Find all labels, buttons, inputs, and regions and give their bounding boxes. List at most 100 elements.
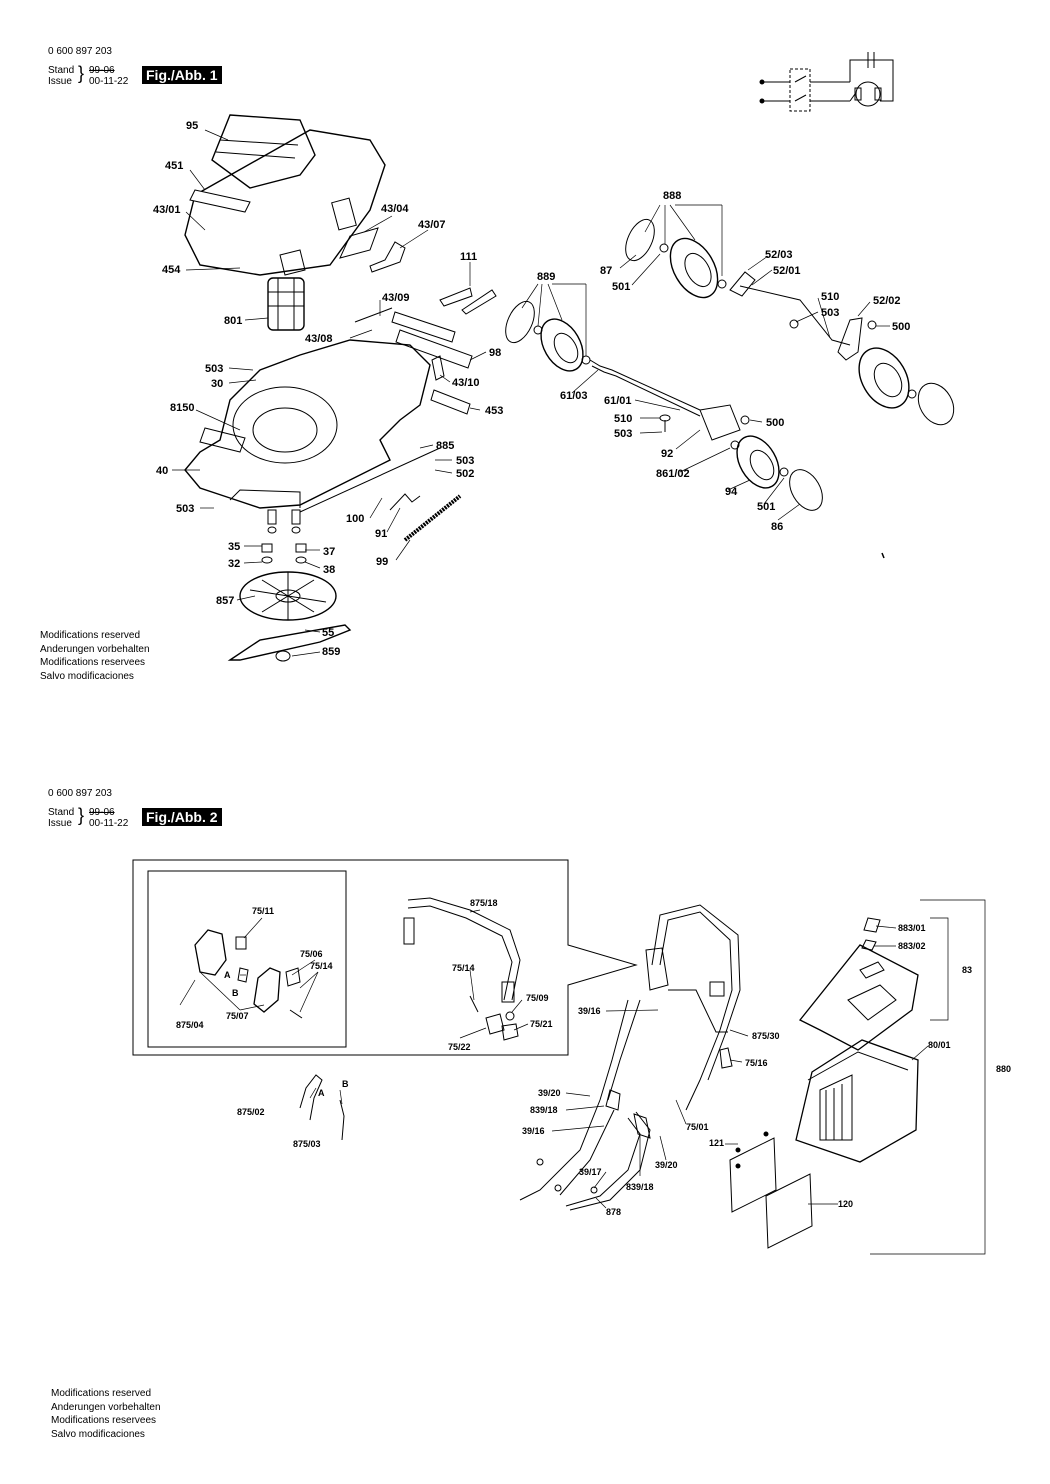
grass-box [795, 917, 919, 1163]
callout: 875/18 [470, 898, 498, 908]
callout: 43/10 [452, 377, 480, 389]
callout: 32 [228, 558, 240, 570]
callout: 75/09 [526, 993, 549, 1003]
note-line: Modifications reservees [51, 1415, 157, 1426]
flap [765, 1173, 813, 1249]
callout: 875/04 [176, 1020, 204, 1030]
callout: 75/22 [448, 1042, 471, 1052]
issue-label: Issue [48, 76, 72, 87]
callout: 451 [165, 160, 183, 172]
leader-lines [172, 129, 890, 657]
callout: 43/09 [382, 292, 410, 304]
callout: 40 [156, 465, 168, 477]
callout: 503 [821, 307, 839, 319]
callout: 100 [346, 513, 364, 525]
callout: 37 [323, 546, 335, 558]
stand-date: 99-06 [89, 65, 115, 76]
wiring-schematic [759, 52, 894, 112]
callout: 87 [600, 265, 612, 277]
callout: 111 [460, 251, 477, 263]
callout: B [342, 1079, 349, 1089]
callout: 120 [838, 1199, 853, 1209]
note-line: Modifications reserved [40, 630, 141, 641]
spring-part [431, 355, 445, 381]
note-line: Modifications reservees [40, 657, 146, 668]
callout: 859 [322, 646, 340, 658]
label-plate [430, 389, 471, 415]
callout: 91 [375, 528, 387, 540]
callout: 75/07 [226, 1011, 249, 1021]
note-line: Anderungen vorbehalten [40, 643, 150, 655]
mower-deck [184, 339, 431, 509]
callout: 61/03 [560, 390, 588, 402]
callout: 883/02 [898, 941, 926, 951]
modifications-note: Modifications reserved Anderungen vorbeh… [51, 1387, 161, 1441]
callout: 43/08 [305, 333, 333, 345]
callout: 55 [322, 627, 334, 639]
callout: 52/01 [773, 265, 801, 277]
callout: 94 [725, 486, 738, 498]
issue-label: Issue [48, 818, 72, 829]
spring-clip [389, 493, 421, 511]
clip [439, 287, 473, 307]
callout: 502 [456, 468, 474, 480]
callout: 95 [186, 120, 198, 132]
callout: 43/01 [153, 204, 181, 216]
callout: 500 [892, 321, 910, 333]
brace: } [78, 63, 85, 83]
callout: 875/03 [293, 1139, 321, 1149]
issue-date: 00-11-22 [89, 76, 129, 87]
spring [403, 494, 462, 542]
callout: 875/30 [752, 1031, 780, 1041]
clip [461, 289, 497, 315]
motor-hood [184, 114, 386, 276]
stand-label: Stand [48, 807, 75, 818]
blade [227, 624, 352, 661]
callout: 98 [489, 347, 501, 359]
handle [519, 904, 741, 1211]
flap [729, 1137, 777, 1213]
callout: 883/01 [898, 923, 926, 933]
callout: 75/11 [252, 906, 274, 916]
note-line: Modifications reserved [51, 1388, 152, 1399]
callout: 885 [436, 440, 454, 452]
callout: 38 [323, 564, 335, 576]
callout: 92 [661, 448, 673, 460]
fan [239, 571, 337, 621]
note-line: Salvo modificaciones [40, 670, 134, 682]
callout: 839/18 [530, 1105, 558, 1115]
callout: 75/01 [686, 1122, 709, 1132]
bracket [870, 899, 986, 1255]
callout: 83 [962, 965, 972, 975]
callout: 503 [205, 363, 223, 375]
figure-label: Fig./Abb. 1 [142, 66, 222, 84]
leader-lines [179, 909, 929, 1209]
callout: 503 [176, 503, 194, 515]
callout: 43/04 [381, 203, 409, 215]
callout: 454 [162, 264, 181, 276]
callout: 75/14 [310, 961, 333, 971]
rod [354, 307, 393, 323]
callout: 839/18 [626, 1182, 654, 1192]
cable-clip [369, 241, 406, 273]
part-number: 0 600 897 203 [48, 46, 112, 57]
callout: 8150 [170, 402, 194, 414]
callout: 453 [485, 405, 503, 417]
callout: A [318, 1088, 325, 1098]
callout: 39/17 [579, 1167, 602, 1177]
fasteners [261, 509, 307, 564]
nut [275, 650, 291, 662]
callout: 39/16 [578, 1006, 601, 1016]
callout: 888 [663, 190, 681, 202]
bracket [930, 917, 949, 1021]
callout: 501 [612, 281, 630, 293]
motor [267, 277, 305, 331]
callout: 30 [211, 378, 223, 390]
callout: 503 [614, 428, 632, 440]
callout: 75/14 [452, 963, 475, 973]
callout: A [224, 970, 231, 980]
callout: 889 [537, 271, 555, 283]
rod [299, 447, 441, 513]
cable [339, 1099, 345, 1141]
plate [395, 329, 473, 369]
